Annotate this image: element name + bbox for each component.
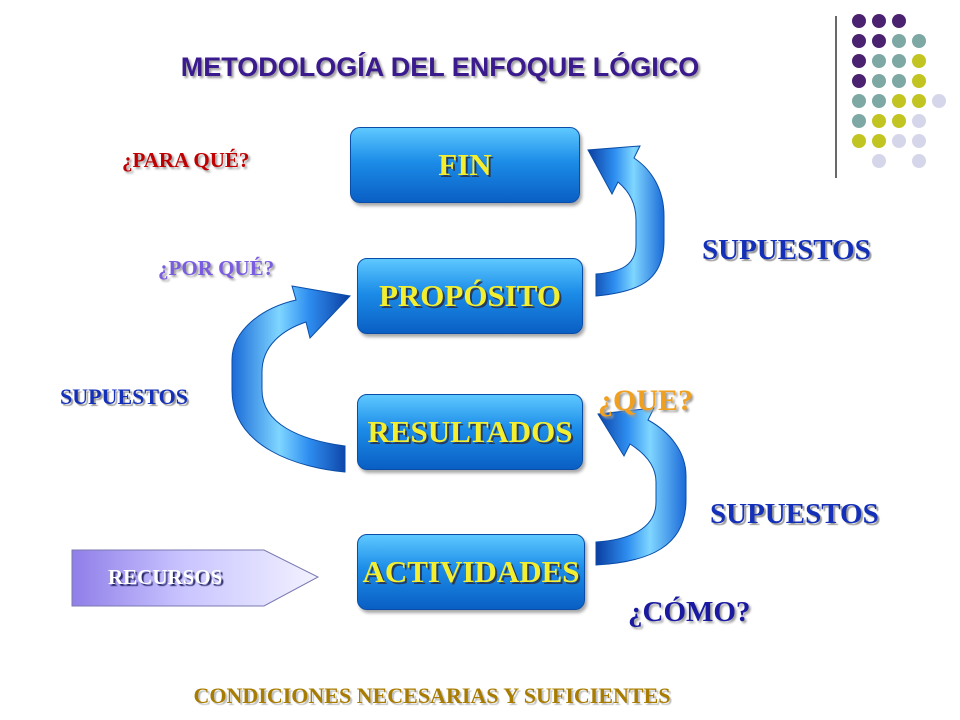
supuestos-top-right: SUPUESTOS xyxy=(702,234,871,266)
question-como: ¿CÓMO? xyxy=(628,596,751,628)
recursos-arrow-shape xyxy=(71,549,320,607)
level-label-fin: FIN xyxy=(438,147,492,182)
footer-conditions: CONDICIONES NECESARIAS Y SUFICIENTES xyxy=(193,683,671,708)
page-title: METODOLOGÍA DEL ENFOQUE LÓGICO xyxy=(180,52,700,82)
supuestos-bottom-right: SUPUESTOS xyxy=(710,498,879,530)
question-por-que: ¿POR QUÉ? xyxy=(158,256,275,280)
question-que: ¿QUE? xyxy=(598,384,694,417)
arrow-resultados-to-proposito xyxy=(231,285,352,473)
recursos-label: RECURSOS xyxy=(108,565,223,589)
arrow-actividades-to-resultados xyxy=(595,407,687,566)
level-box-fin: FIN xyxy=(350,127,580,203)
level-box-resultados: RESULTADOS xyxy=(357,394,583,470)
arrow-proposito-to-fin xyxy=(587,145,665,297)
supuestos-left: SUPUESTOS xyxy=(60,384,188,409)
level-label-resultados: RESULTADOS xyxy=(367,414,573,449)
level-label-proposito: PROPÓSITO xyxy=(378,278,562,313)
question-para-que: ¿PARA QUÉ? xyxy=(122,148,250,172)
level-box-proposito: PROPÓSITO xyxy=(357,258,583,334)
decorative-divider xyxy=(835,16,837,178)
decorative-dot-grid xyxy=(848,14,948,168)
level-box-actividades: ACTIVIDADES xyxy=(357,534,585,610)
level-label-actividades: ACTIVIDADES xyxy=(362,554,580,589)
